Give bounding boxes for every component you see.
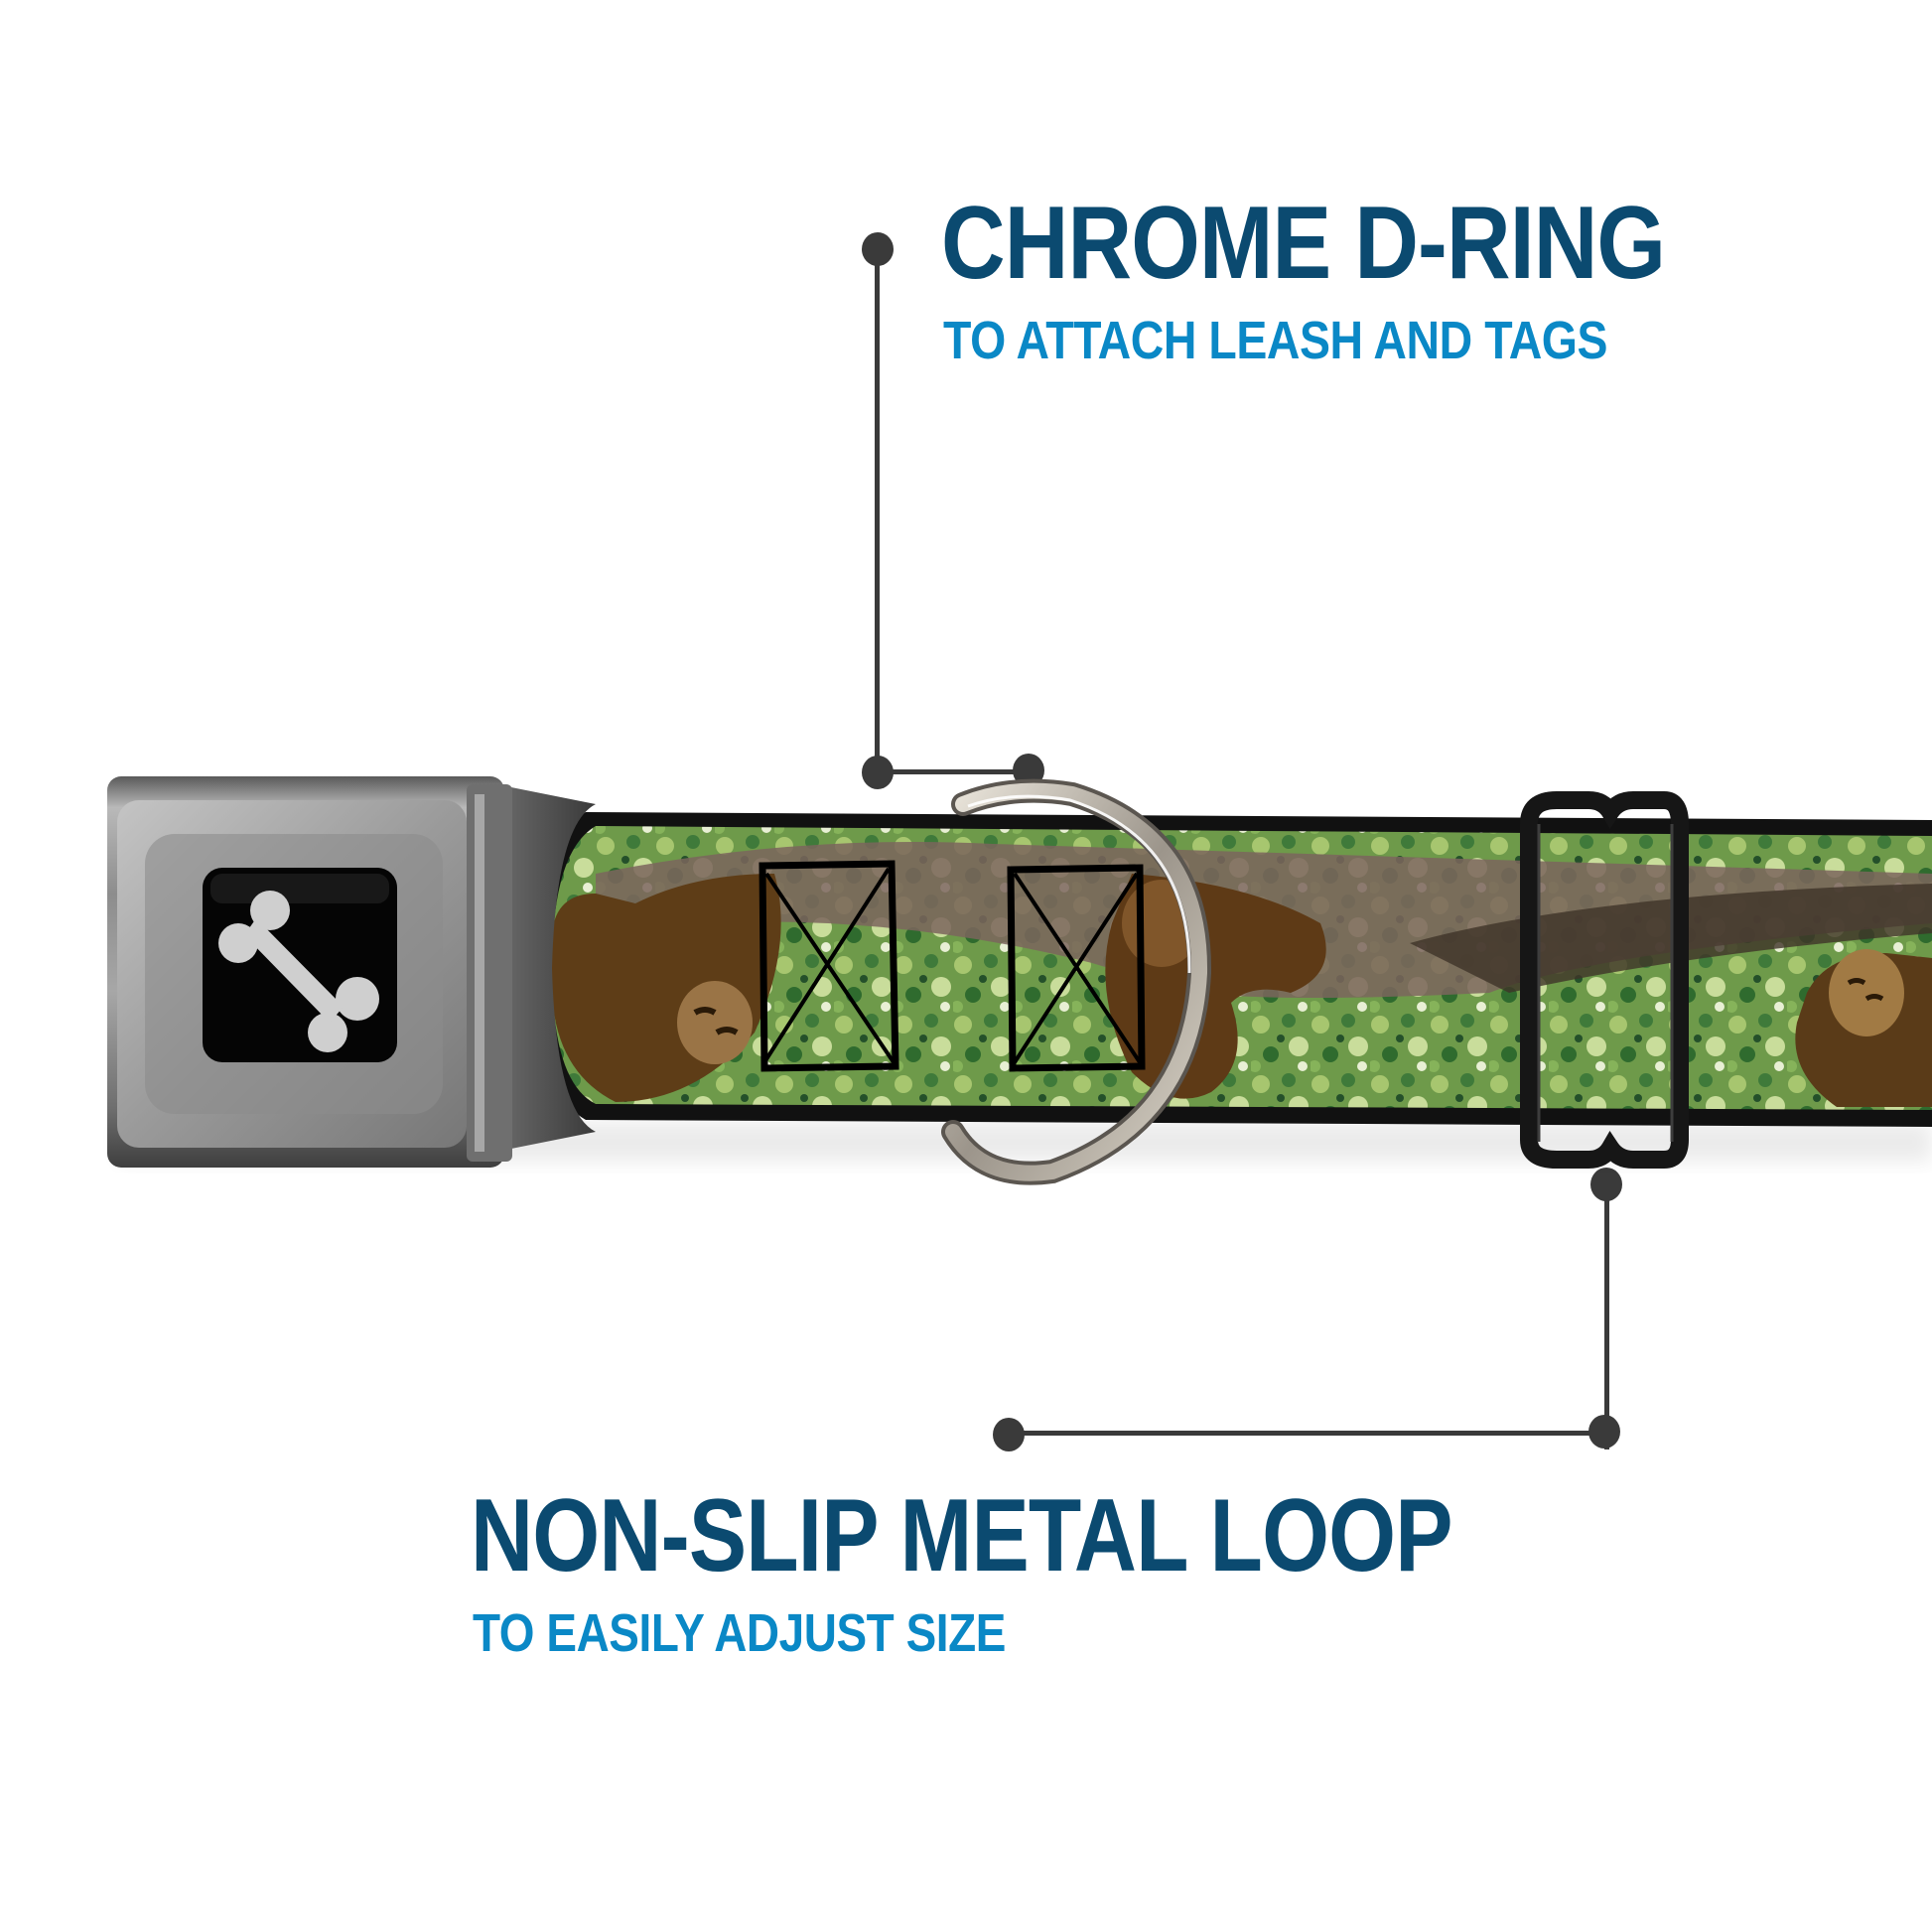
seatbelt-buckle [107,776,512,1168]
d-ring-title: CHROME D-RING [941,186,1666,301]
sloth-3 [1795,949,1932,1107]
sloth-1 [552,874,781,1102]
metal-loop-title: NON-SLIP METAL LOOP [471,1478,1453,1593]
black-slide-loop [1520,791,1689,1169]
buckle-latch-plate [496,784,596,1152]
d-ring-subtitle: TO ATTACH LEASH AND TAGS [943,311,1608,370]
collar-strap [536,812,1932,1127]
box-stitch-1 [759,860,899,1072]
box-stitch-2 [1007,864,1146,1072]
bone-icon [218,891,379,1052]
metal-loop-subtitle: TO EASILY ADJUST SIZE [473,1603,1006,1663]
chrome-d-ring [941,778,1212,1185]
